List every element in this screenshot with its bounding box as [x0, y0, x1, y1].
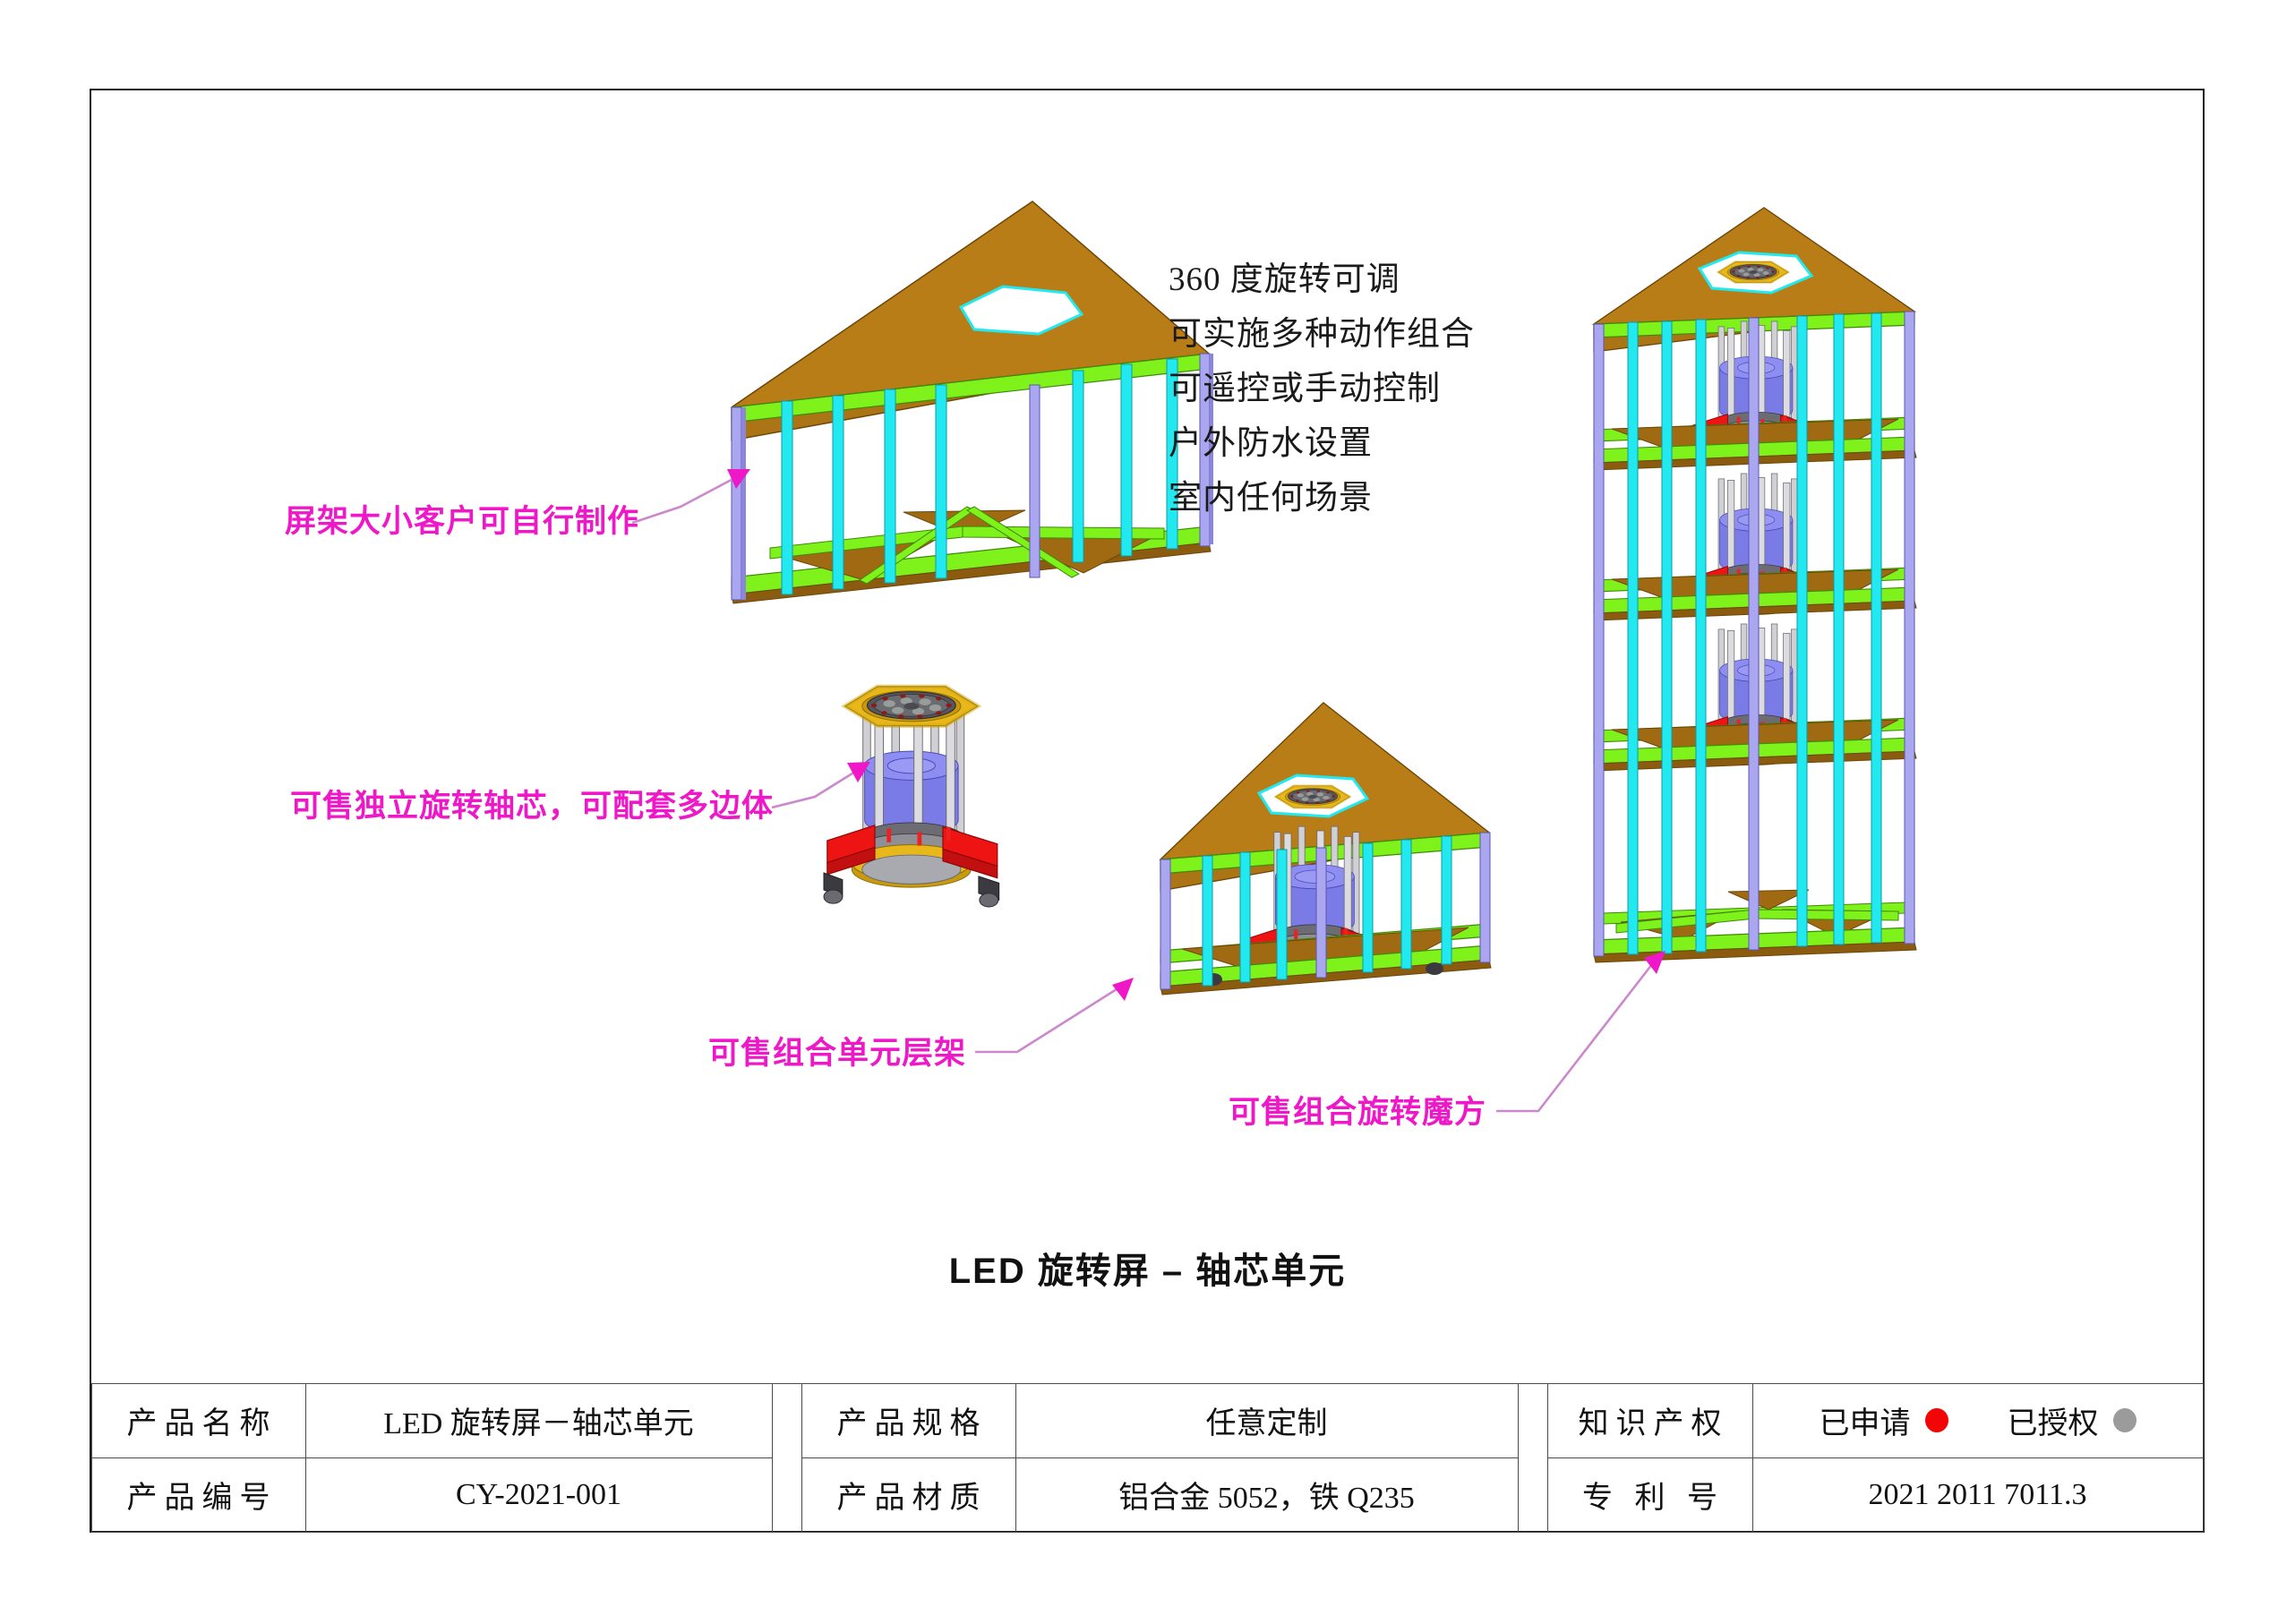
product-name-value: LED 旋转屏－轴芯单元	[304, 1382, 773, 1458]
product-code-value: CY-2021-001	[304, 1457, 773, 1533]
ip-label: 知识产权	[1546, 1382, 1753, 1458]
product-material-label: 产品材质	[801, 1457, 1016, 1533]
ip-applied-label: 已申请	[1819, 1407, 1911, 1440]
feature-list: 360 度旋转可调 可实施多种动作组合 可遥控或手动控制 户外防水设置 室内任何…	[1169, 252, 1545, 526]
table-row: 产品编号 CY-2021-001	[90, 1457, 773, 1533]
granted-status-dot-icon	[2112, 1408, 2137, 1432]
main-caption: LED 旋转屏 – 轴芯单元	[948, 1252, 1347, 1291]
product-spec-label: 产品规格	[801, 1382, 1016, 1458]
illustration-empty-frame	[731, 201, 1213, 604]
title-block-section-ip: 知识产权 已申请 已授权 专 利 号 2021 2011 7011.3	[1546, 1382, 2204, 1533]
feature-item-1: 360 度旋转可调	[1169, 261, 1400, 298]
callout-frame-size: 屏架大小客户可自行制作	[285, 504, 640, 539]
product-name-label: 产品名称	[90, 1382, 306, 1458]
illustration-rotating-cube-tower	[1591, 207, 1917, 963]
illustration-shaft-unit	[823, 687, 1000, 908]
callout-leader-lines	[631, 473, 1660, 1113]
title-block-spacer-2	[1517, 1382, 1548, 1533]
title-block: 产品名称 LED 旋转屏－轴芯单元 产品编号 CY-2021-001 产品规格 …	[90, 1382, 2204, 1533]
callout-rotating-cube: 可售组合旋转魔方	[1229, 1095, 1487, 1130]
title-block-section-spec: 产品规格 任意定制 产品材质 铝合金 5052，铁 Q235	[801, 1382, 1519, 1533]
table-row: 专 利 号 2021 2011 7011.3	[1546, 1457, 2204, 1533]
table-row: 产品材质 铝合金 5052，铁 Q235	[801, 1457, 1519, 1533]
title-block-spacer-1	[771, 1382, 802, 1533]
title-block-section-product: 产品名称 LED 旋转屏－轴芯单元 产品编号 CY-2021-001	[90, 1382, 773, 1533]
product-spec-value: 任意定制	[1015, 1382, 1519, 1458]
feature-item-2: 可实施多种动作组合	[1169, 316, 1475, 353]
applied-status-dot-icon	[1924, 1408, 1948, 1432]
callout-unit-rack: 可售组合单元层架	[708, 1036, 967, 1071]
table-row: 产品规格 任意定制	[801, 1382, 1519, 1458]
callout-arrowheads	[727, 469, 1666, 1001]
feature-item-5: 室内任何场景	[1169, 480, 1373, 517]
ip-granted-label: 已授权	[2007, 1407, 2099, 1440]
illustration-unit-rack	[1159, 702, 1492, 996]
product-material-value: 铝合金 5052，铁 Q235	[1015, 1457, 1519, 1533]
ip-status-cell: 已申请 已授权	[1751, 1382, 2204, 1458]
callout-shaft-unit: 可售独立旋转轴芯，可配套多边体	[290, 789, 775, 824]
feature-item-4: 户外防水设置	[1169, 425, 1373, 462]
feature-item-3: 可遥控或手动控制	[1169, 371, 1441, 407]
patent-number-value: 2021 2011 7011.3	[1751, 1457, 2204, 1533]
table-row: 产品名称 LED 旋转屏－轴芯单元	[90, 1382, 773, 1458]
table-row: 知识产权 已申请 已授权	[1546, 1382, 2204, 1458]
product-code-label: 产品编号	[90, 1457, 306, 1533]
patent-number-label: 专 利 号	[1546, 1457, 1753, 1533]
